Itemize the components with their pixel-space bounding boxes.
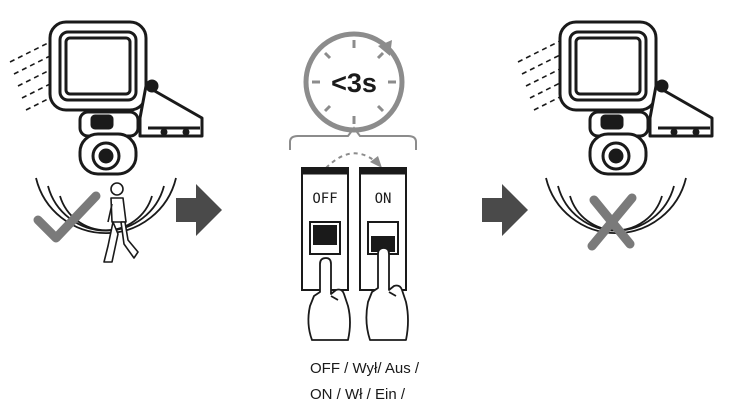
timer-icon bbox=[303, 31, 405, 133]
detection-waves-icon-left bbox=[35, 177, 177, 235]
switch-off-label: OFF bbox=[312, 191, 337, 207]
person-icon bbox=[103, 182, 139, 263]
hand-icon-left bbox=[307, 257, 351, 341]
arrow-right-icon-2 bbox=[482, 184, 528, 236]
floodlight-icon-right bbox=[517, 20, 714, 176]
caption-line-1: OFF / Wył/ Aus / bbox=[310, 360, 420, 377]
arrow-right-icon-1 bbox=[176, 184, 222, 236]
arrow-head-icon bbox=[370, 156, 382, 168]
cross-icon bbox=[587, 193, 637, 251]
switch-on-label: ON bbox=[375, 191, 392, 207]
switch-motion-arrow bbox=[325, 152, 377, 169]
caption-line-2: ON / Wł / Ein / bbox=[310, 386, 406, 403]
timer-bracket bbox=[289, 126, 417, 150]
timer-label: <3s bbox=[331, 68, 377, 98]
floodlight-icon-left bbox=[9, 20, 204, 176]
check-icon bbox=[33, 191, 101, 243]
hand-icon-right bbox=[365, 247, 409, 341]
